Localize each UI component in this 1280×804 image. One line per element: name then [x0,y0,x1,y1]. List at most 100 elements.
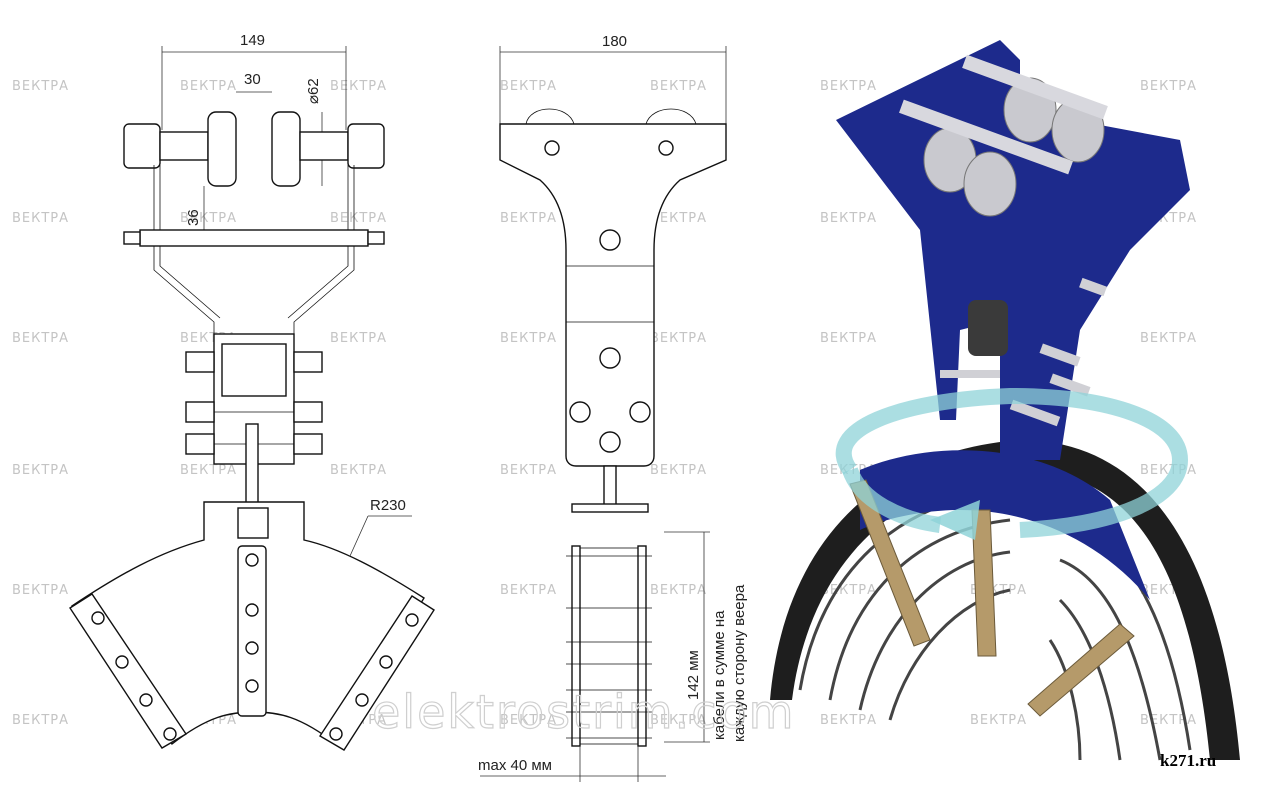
bolt [329,727,343,741]
axle [899,99,1073,175]
nut [185,401,215,423]
cable-plate [1027,623,1135,717]
watermark: ВЕКТРА [650,463,707,478]
bracket-inner [159,165,349,319]
bolt [245,641,259,655]
bolt [599,347,621,369]
dim-40-label: max 40 мм [478,757,552,774]
dim-142-label: 142 мм [685,650,702,700]
axle-left [159,131,209,161]
watermark: ВЕКТРА [500,463,557,478]
dim-180-label: 180 [602,33,627,50]
bolt [355,693,369,707]
bolt [115,655,129,669]
watermark: ВЕКТРА [12,79,69,94]
nut [185,351,215,373]
watermark: ВЕКТРА [1140,713,1197,728]
bolt [599,229,621,251]
watermark: ВЕКТРА [1140,331,1197,346]
corner-credit: k271.ru [1160,751,1216,770]
bolt [245,553,259,567]
cross-bolt [139,229,369,247]
pivot-cylinder [968,300,1008,356]
watermark: ВЕКТРА [820,331,877,346]
roller-right [271,111,301,187]
bolt [139,693,153,707]
nut [185,433,215,455]
bolt [245,679,259,693]
dim-149-label: 149 [240,32,265,49]
note-line-2: каждую сторону веера [731,584,748,742]
bolt [163,727,177,741]
watermark: ВЕКТРА [330,463,387,478]
watermark: ВЕКТРА [820,79,877,94]
watermark: ВЕКТРА [500,211,557,226]
nut [293,401,323,423]
bolt [1039,343,1081,367]
side-bracket [499,123,727,467]
bolt [91,611,105,625]
front-view-drawing: 149 30 ⌀62 36 [69,32,435,751]
watermark: ВЕКТРА [500,713,557,728]
render-3d [770,40,1240,761]
watermark: ВЕКТРА [12,583,69,598]
nut [123,231,141,245]
nut [293,351,323,373]
rotation-arrowhead [930,500,980,540]
watermark: ВЕКТРА [12,211,69,226]
watermark: ВЕКТРА [650,713,707,728]
watermark: ВЕКТРА [12,463,69,478]
bolt [544,140,560,156]
bolt [379,655,393,669]
side-view-drawing: 180 142 мм кабели в сумме на каждую стор… [478,33,748,782]
center-block-inner [221,343,287,397]
bolt [1049,373,1091,397]
note-line-1: кабели в сумме на [711,610,728,740]
watermark: ВЕКТРА [180,211,237,226]
watermark: ВЕКТРА [820,211,877,226]
watermark: ВЕКТРА [500,331,557,346]
right-plate [319,595,435,751]
saddle-blue [860,450,1150,600]
bolt [658,140,674,156]
nut [293,433,323,455]
axle [962,54,1108,120]
roller-tops [525,108,697,125]
cable-space [579,547,639,745]
bolt [1009,399,1061,427]
watermark: ВЕКТРА [180,463,237,478]
watermark: ВЕКТРА [650,211,707,226]
bolt [1079,277,1107,297]
watermark: ВЕКТРА [650,583,707,598]
roller-left [207,111,237,187]
watermark: ВЕКТРА [970,713,1027,728]
bolt [245,603,259,617]
watermark: ВЕКТРА [12,331,69,346]
dim-30-label: 30 [244,71,261,88]
site-watermark: elektrostrim.com [372,685,795,739]
watermark: ВЕКТРА [650,79,707,94]
cable-plate [971,509,997,657]
center-plate [237,545,267,717]
dim-62-label: ⌀62 [305,78,322,104]
left-plate [69,593,187,749]
radius-label: R230 [370,497,406,514]
bolt [940,370,1000,378]
watermark: ВЕКТРА [650,331,707,346]
axle-end-left [123,123,161,169]
bolt [629,401,651,423]
watermark: ВЕКТРА [500,583,557,598]
watermark: ВЕКТРА [180,79,237,94]
axle-end-right [347,123,385,169]
rotation-arrow [835,387,1189,538]
watermark: ВЕКТРА [12,713,69,728]
bolt [599,431,621,453]
watermark: ВЕКТРА [500,79,557,94]
axle-right [299,131,349,161]
bracket-outline [153,165,355,340]
rod [245,423,259,511]
roller [963,151,1017,217]
top-nut [237,507,269,539]
bolt [569,401,591,423]
